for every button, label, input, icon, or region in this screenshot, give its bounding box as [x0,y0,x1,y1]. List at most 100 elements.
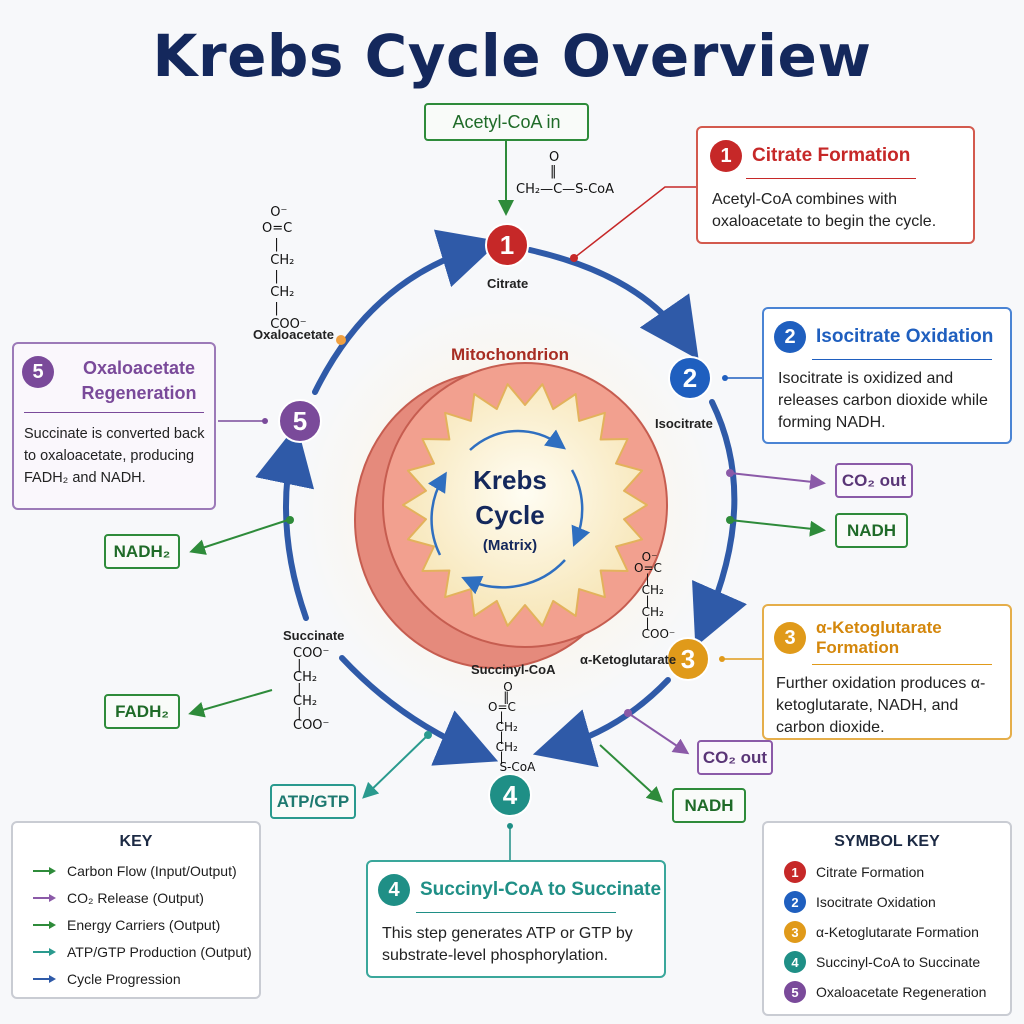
step-4-title: Succinyl-CoA to Succinate [420,879,662,900]
symbol-key-item: 2 Isocitrate Oxidation [764,887,1010,917]
cristae [402,383,648,627]
center-krebs: Krebs [473,465,547,495]
fadh2-arrow [188,689,273,718]
cycle-arc-3-4 [532,677,671,768]
cycle-node-2: 2 [668,356,712,400]
co2-out-a: CO₂ out [835,463,913,498]
label-succinyl-coa: Succinyl-CoA [471,662,556,677]
inner-arrow-bottom [461,559,566,595]
inner-arrow-left [427,471,447,556]
label-succinate: Succinate [283,628,345,643]
inner-arrow-top [469,429,567,451]
aketoglutarate-structure: O⁻ O=C | CH₂ | CH₂ | COO⁻ [634,550,676,641]
cycle-node-number: 4 [503,780,518,810]
symbol-key-label: Succinyl-CoA to Succinate [816,954,981,970]
step-2-title: Isocitrate Oxidation [816,326,994,347]
key-arrow-icon [33,866,56,875]
label-citrate: Citrate [487,276,529,291]
step-1-desc: Acetyl-CoA combines with oxaloacetate to… [712,191,937,230]
step-2-box: 2 Isocitrate Oxidation Isocitrate is oxi… [762,307,1012,444]
key-item-label: Carbon Flow (Input/Output) [67,862,237,879]
atp-arrow [362,734,429,799]
symbol-number: 5 [784,981,806,1003]
cycle-node-number: 3 [681,644,695,674]
key-title: KEY [119,833,153,850]
symbol-number: 4 [784,951,806,973]
step-5-box: 5 Oxaloacetate Regeneration Succinate is… [12,342,216,510]
step-1-box: 1 Citrate Formation Acetyl-CoA combines … [696,126,975,244]
label-aketoglutarate: α-Ketoglutarate [580,652,677,667]
symbol-number: 2 [784,891,806,913]
key-item-label: CO₂ Release (Output) [67,889,204,906]
fadh2-out: FADH₂ [104,694,180,729]
step-3-box: 3 α-Ketoglutarate Formation Further oxid… [762,604,1012,740]
label-oxaloacetate: Oxaloacetate [253,327,334,342]
succinyl-structure: O ‖ O=C | CH₂ | CH₂ | S-CoA [488,680,536,774]
step-4-box: 4 Succinyl-CoA to Succinate This step ge… [366,860,666,978]
symbol-number: 3 [784,921,806,943]
center-matrix: (Matrix) [482,537,538,554]
cycle-node-4: 4 [488,773,532,817]
key-arrow-icon [33,893,56,902]
nadh-arrow-b [599,744,663,803]
symbol-key-item: 4 Succinyl-CoA to Succinate [764,947,1010,977]
cycle-node-number: 1 [500,230,514,260]
acetyl-formula-bond: ‖ [550,164,557,179]
symbol-key-item: 3 α-Ketoglutarate Formation [764,917,1010,947]
cycle-arc-5-1 [312,229,500,395]
key-item: Energy Carriers (Output) [13,911,259,938]
symbol-key-label: Isocitrate Oxidation [816,894,936,910]
symbol-key-label: Oxaloacetate Regeneration [816,984,987,1000]
label-isocitrate: Isocitrate [655,416,713,431]
key-item-label: Energy Carriers (Output) [67,916,221,933]
cycle-node-1: 1 [485,223,529,267]
acetyl-formula: CH₂—C—S-CoA [516,182,615,197]
cycle-arc-2-3 [692,399,747,647]
page-title: Krebs Cycle Overview [152,22,872,90]
co2-arrow-b [627,712,690,755]
cycle-arc-to-5 [255,424,315,621]
inner-arrow-right [570,469,591,547]
co2-out-b: CO₂ out [697,740,773,775]
step-3-desc: Further oxidation produces α-ketoglutara… [776,675,986,736]
acetyl-formula-o: O [549,150,560,165]
key-item-label: ATP/GTP Production (Output) [67,943,252,960]
succinate-structure: COO⁻ | CH₂ | CH₂ | COO⁻ [293,646,330,733]
cycle-node-3: 3 [666,637,710,681]
key-item-label: Cycle Progression [67,970,181,987]
nadh-out-b: NADH [672,788,746,823]
nadh-out-a: NADH [835,513,908,548]
step-3-number: 3 [774,622,806,654]
cycle-node-5: 5 [278,399,322,443]
key-item: CO₂ Release (Output) [13,884,259,911]
step-4-desc: This step generates ATP or GTP by substr… [382,925,633,964]
step-5-number: 5 [22,356,54,388]
step-5-title: Oxaloacetate Regeneration [81,358,197,403]
nadh2-out: NADH₂ [104,534,180,569]
step-2-number: 2 [774,321,806,353]
key-item: Carbon Flow (Input/Output) [13,857,259,884]
symbol-number: 1 [784,861,806,883]
step-1-title: Citrate Formation [752,145,911,166]
leader-1 [573,186,696,259]
symbol-key-title: SYMBOL KEY [834,833,940,850]
center-cycle: Cycle [475,500,545,530]
cycle-arc-succ [339,655,499,766]
cycle-node-number: 2 [683,363,697,393]
symbol-key-label: α-Ketoglutarate Formation [816,924,979,940]
nadh2-arrow [189,519,289,555]
symbol-key-item: 5 Oxaloacetate Regeneration [764,977,1010,1007]
step-1-number: 1 [710,140,742,172]
acetyl-coa-chip: Acetyl-CoA in [424,103,589,141]
co2-arrow-a [729,472,826,490]
key-box: KEY Carbon Flow (Input/Output) CO₂ Releas… [11,821,261,999]
atp-gtp-out: ATP/GTP [270,784,356,819]
nadh-arrow-a [729,519,826,537]
step-4-number: 4 [378,874,410,906]
oxaloacetate-structure: O⁻ O=C | CH₂ | CH₂ | COO⁻ [262,205,307,332]
key-item: ATP/GTP Production (Output) [13,938,259,965]
key-item: Cycle Progression [13,965,259,992]
